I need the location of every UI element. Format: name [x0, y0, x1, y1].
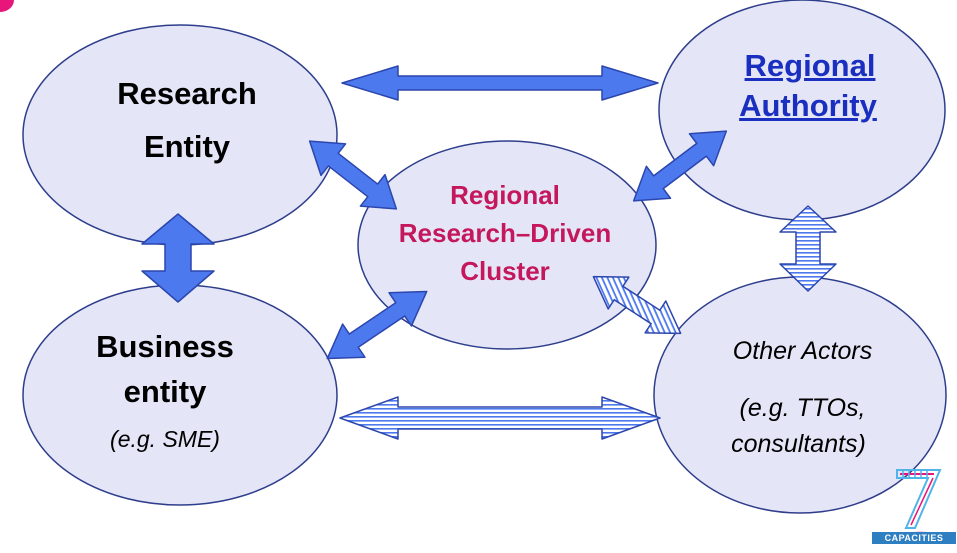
cluster-ellipse [357, 140, 657, 350]
research-entity-title: Research [117, 76, 257, 111]
arrow-authority-other-actors [779, 205, 837, 292]
arrow-research-business [141, 213, 215, 303]
arrow-research-authority [341, 65, 659, 101]
arrow-cluster-authority [632, 130, 728, 202]
arrow-cluster-other-actors [592, 275, 682, 335]
cluster-label-line1: Regional [450, 180, 560, 210]
capacities-logo-caption: CAPACITIES [872, 532, 956, 544]
arrow-research-cluster [308, 140, 398, 210]
business-entity-title: Business [96, 329, 234, 364]
business-entity-subtitle: entity [123, 374, 207, 409]
regional-authority-link-line1[interactable]: Regional [744, 48, 876, 83]
other-actors-note-line1: (e.g. TTOs, [739, 394, 866, 422]
other-actors-title: Other Actors [732, 337, 873, 365]
arrow-business-other-actors [339, 396, 661, 440]
business-entity-note: (e.g. SME) [110, 426, 220, 452]
other-actors-note-line2: consultants) [731, 430, 866, 458]
cluster-label-line2: Research–Driven [398, 218, 612, 248]
arrow-business-cluster [326, 290, 428, 360]
regional-authority-link-line2[interactable]: Authority [739, 88, 877, 123]
research-entity-subtitle: Entity [143, 129, 231, 164]
cluster-label-line3: Cluster [460, 256, 550, 286]
